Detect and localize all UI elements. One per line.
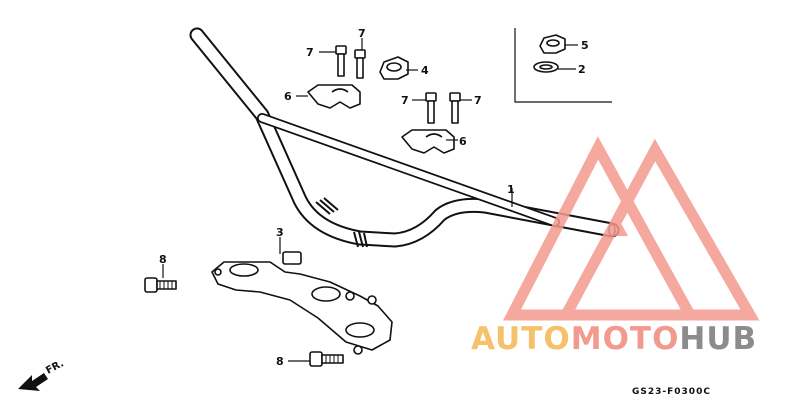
lower-holder: 3 [211, 226, 393, 355]
watermark-auto: AUTO [471, 321, 571, 357]
callout-2: 2 [578, 63, 586, 76]
washer-2: 2 [533, 61, 586, 76]
inset-box: 5 2 [514, 28, 612, 103]
knurl-right [353, 231, 368, 248]
callout-6-left: 6 [284, 90, 292, 103]
callout-7-b: 7 [358, 27, 366, 40]
callout-7-d: 7 [474, 94, 482, 107]
front-direction-label: FR. [44, 358, 66, 376]
nut-4: 4 [379, 56, 429, 80]
front-direction-arrow: FR. [18, 358, 66, 391]
callout-7-a: 7 [306, 46, 314, 59]
upper-holder-right: 6 [401, 129, 467, 154]
callout-1: 1 [507, 183, 515, 196]
callout-7-c: 7 [401, 94, 409, 107]
callout-3: 3 [276, 226, 284, 239]
callout-4: 4 [421, 64, 429, 77]
bolt-7-a: 7 [306, 45, 347, 77]
knurl-left [315, 197, 339, 215]
watermark-moto: MOTO [571, 321, 680, 357]
bolt-7-c: 7 [401, 92, 437, 124]
callout-6-right: 6 [459, 135, 467, 148]
watermark-hub: HUB [679, 321, 757, 357]
watermark-logo [502, 136, 760, 321]
bolt-7-b: 7 [354, 27, 366, 79]
bolt-8-bottom: 8 [276, 351, 344, 368]
bolt-7-d: 7 [449, 92, 482, 124]
callout-8-bottom: 8 [276, 355, 284, 368]
callout-5: 5 [581, 39, 589, 52]
upper-holder-left: 6 [284, 84, 361, 109]
callout-8-side: 8 [159, 253, 167, 266]
diagram-code: GS23-F0300C [632, 387, 711, 397]
watermark-text: AUTOMOTOHUB [471, 321, 757, 357]
nut-5: 5 [539, 34, 589, 54]
bolt-8-side: 8 [144, 253, 177, 293]
